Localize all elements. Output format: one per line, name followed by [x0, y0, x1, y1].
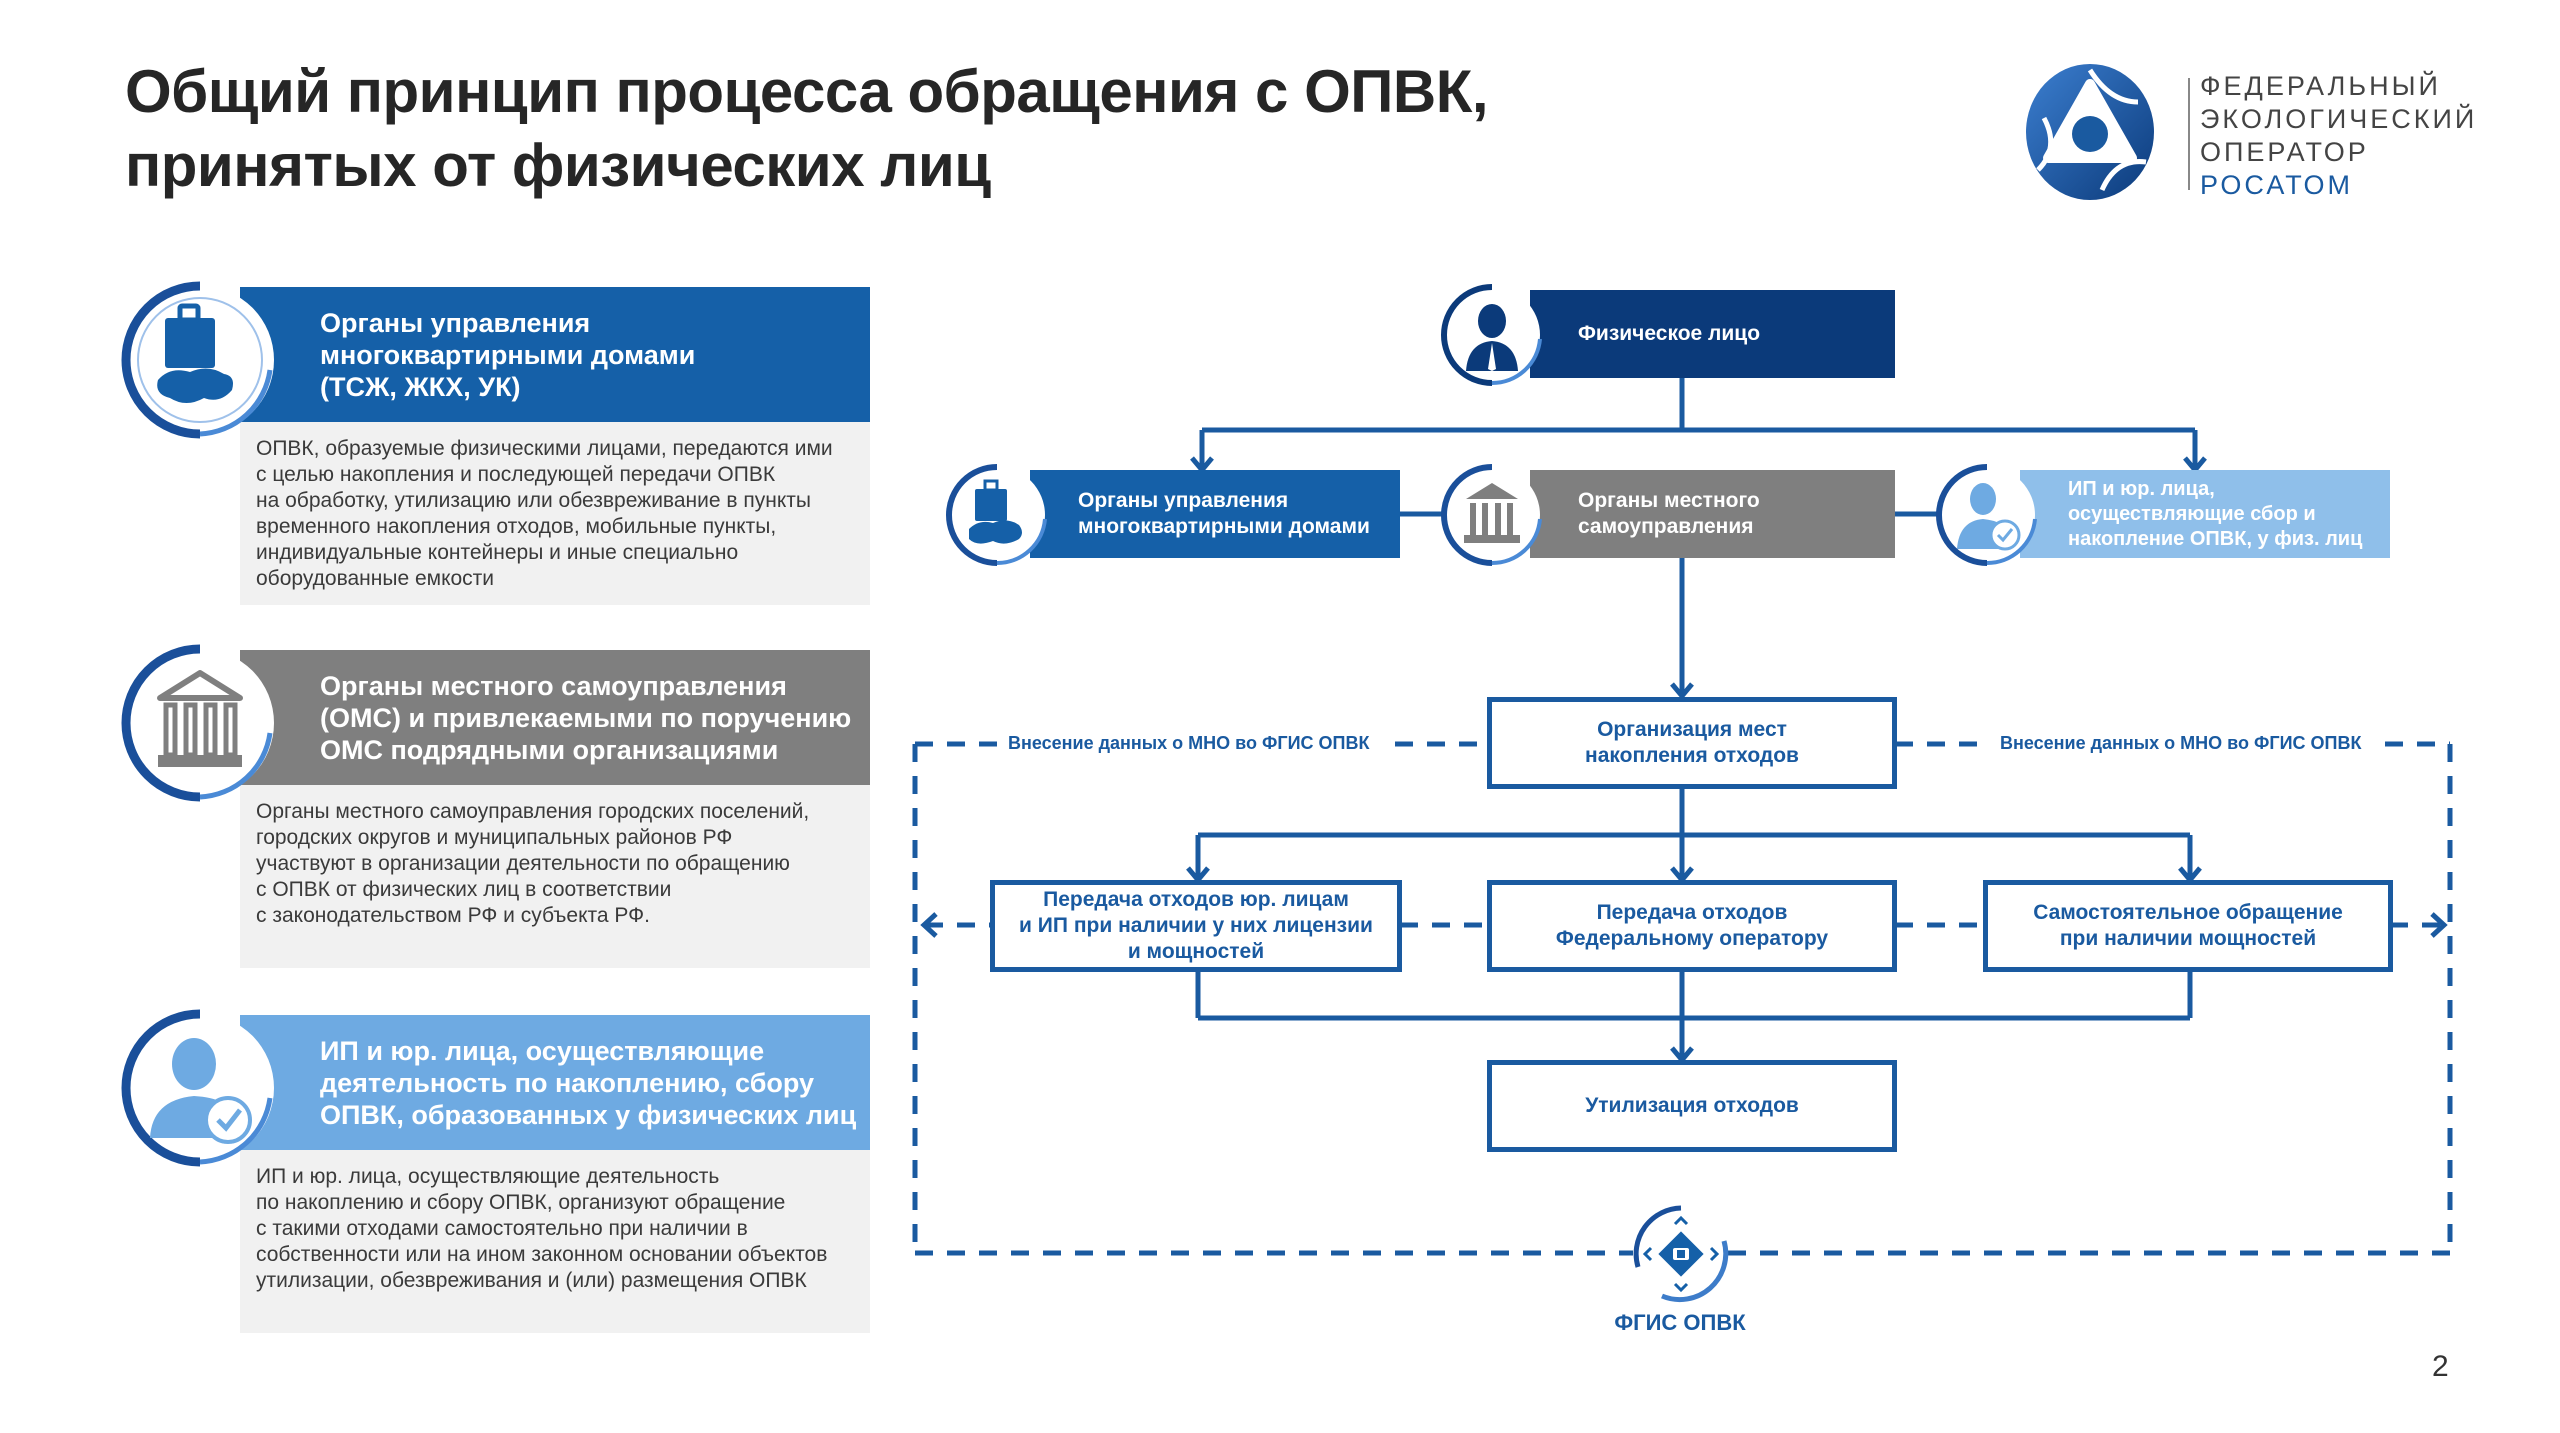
card-1-body-line: с целью накопления и последующей передач… — [256, 463, 776, 486]
logo-brand: РОСАТОМ — [2200, 170, 2353, 200]
flow-self-handling-line: Самостоятельное обращение — [2033, 901, 2343, 924]
card-3-body-line: утилизации, обезвреживания и (или) разме… — [256, 1269, 807, 1292]
briefcase-russia-icon — [946, 464, 1047, 566]
page-title: Общий принцип процесса обращения с ОПВК,… — [125, 55, 1489, 203]
arrow-head-left — [920, 912, 938, 938]
flow-accumulation-line: накопления отходов — [1585, 744, 1799, 767]
flow-entrepreneurs-line: накопление ОПВК, у физ. лиц — [2068, 527, 2363, 550]
logo-line-3: ОПЕРАТОР — [2200, 137, 2369, 167]
card-local-gov-header: Органы местного самоуправления (ОМС) и п… — [240, 650, 870, 785]
government-building-icon — [121, 644, 274, 802]
card-3-body-line: собственности или на ином законном основ… — [256, 1243, 828, 1266]
card-1-body-line: оборудованные емкости — [256, 567, 495, 590]
arrow-head — [1670, 682, 1694, 700]
card-1-body-line: индивидуальные контейнеры и иные специал… — [256, 541, 739, 564]
flow-accumulation-box: Организация мест накопления отходов — [1487, 697, 1897, 789]
flow-transfer-licensed-line: и мощностей — [1127, 940, 1265, 963]
logo-text: ФЕДЕРАЛЬНЫЙ ЭКОЛОГИЧЕСКИЙ ОПЕРАТОР РОСАТ… — [2200, 70, 2477, 202]
card-1-header-line: многоквартирными домами — [320, 339, 696, 370]
person-check-icon — [121, 1009, 274, 1167]
fgis-chip-icon — [1633, 1205, 1729, 1303]
card-2-header-line: ОМС подрядными организациями — [320, 734, 779, 765]
fgis-data-entry-label-right: Внесение данных о МНО во ФГИС ОПВК — [1992, 733, 2370, 754]
flow-individual-label: Физическое лицо — [1578, 322, 1761, 345]
card-entrepreneurs-body: ИП и юр. лица, осуществляющие деятельнос… — [240, 1150, 870, 1333]
flow-local-gov-box: Органы местного самоуправления — [1530, 470, 1895, 558]
card-entrepreneurs-header: ИП и юр. лица, осуществляющие деятельнос… — [240, 1015, 870, 1150]
card-1-body-line: временного накопления отходов, мобильные… — [256, 515, 777, 538]
card-2-body-line: с законодательством РФ и субъекта РФ. — [256, 904, 650, 927]
person-icon — [1441, 284, 1542, 386]
card-3-body-line: по накоплению и сбору ОПВК, организуют о… — [256, 1191, 786, 1214]
card-1-body-line: ОПВК, образуемые физическими лицами, пер… — [256, 437, 833, 460]
card-3-header-line: ИП и юр. лица, осуществляющие — [320, 1035, 765, 1066]
flow-housing-box: Органы управления многоквартирными домам… — [1030, 470, 1400, 558]
card-2-header-line: Органы местного самоуправления — [320, 670, 787, 701]
title-line-2: принятых от физических лиц — [125, 132, 991, 199]
title-line-1: Общий принцип процесса обращения с ОПВК, — [125, 58, 1489, 125]
card-3-body-line: ИП и юр. лица, осуществляющие деятельнос… — [256, 1165, 720, 1188]
flow-entrepreneurs-line: ИП и юр. лица, — [2068, 477, 2215, 500]
flow-utilization-label: Утилизация отходов — [1585, 1094, 1799, 1117]
logo-line-1: ФЕДЕРАЛЬНЫЙ — [2200, 71, 2441, 101]
flow-entrepreneurs-line: осуществляющие сбор и — [2068, 502, 2316, 525]
flow-entrepreneurs-box: ИП и юр. лица, осуществляющие сбор и нак… — [2020, 470, 2390, 558]
card-housing-body: ОПВК, образуемые физическими лицами, пер… — [240, 422, 870, 605]
flow-housing-line: Органы управления — [1078, 489, 1289, 512]
flow-self-handling-box: Самостоятельное обращение при наличии мо… — [1983, 880, 2393, 972]
fgis-data-entry-label-left: Внесение данных о МНО во ФГИС ОПВК — [1000, 733, 1378, 754]
government-building-icon — [1441, 464, 1542, 566]
flow-self-handling-line: при наличии мощностей — [2059, 927, 2317, 950]
card-2-body-line: участвуют в организации деятельности по … — [256, 852, 790, 875]
flow-transfer-federal-line: Федеральному оператору — [1555, 927, 1829, 950]
card-local-gov-body: Органы местного самоуправления городских… — [240, 785, 870, 968]
card-2-header-line: (ОМС) и привлекаемыми по поручению — [320, 702, 852, 733]
card-1-header-line: Органы управления — [320, 307, 591, 338]
flow-transfer-federal-box: Передача отходов Федеральному оператору — [1487, 880, 1897, 972]
flow-transfer-licensed-line: Передача отходов юр. лицам — [1043, 888, 1349, 911]
flow-local-gov-line: Органы местного — [1578, 489, 1760, 512]
flow-accumulation-line: Организация мест — [1597, 718, 1787, 741]
rosatom-logo-icon — [2026, 64, 2154, 200]
person-check-icon — [1936, 464, 2037, 566]
card-3-header-line: деятельность по накоплению, сбору — [320, 1067, 815, 1098]
logo-divider — [2188, 78, 2190, 190]
card-1-body-line: на обработку, утилизацию или обезврежива… — [256, 489, 811, 512]
fgis-label: ФГИС ОПВК — [1614, 1310, 1746, 1335]
flow-utilization-box: Утилизация отходов — [1487, 1060, 1897, 1152]
card-2-body-line: с ОПВК от физических лиц в соответствии — [256, 878, 672, 901]
card-1-header-line: (ТСЖ, ЖКХ, УК) — [320, 371, 521, 402]
briefcase-russia-icon — [121, 281, 274, 439]
card-2-body-line: Органы местного самоуправления городских… — [256, 800, 810, 823]
flow-local-gov-line: самоуправления — [1578, 515, 1754, 538]
card-3-body-line: с такими отходами самостоятельно при нал… — [256, 1217, 748, 1240]
flow-individual-box: Физическое лицо — [1530, 290, 1895, 378]
flow-transfer-federal-line: Передача отходов — [1596, 901, 1788, 924]
card-housing-header: Органы управления многоквартирными домам… — [240, 287, 870, 422]
arrow-head-right — [2430, 912, 2448, 938]
card-2-body-line: городских округов и муниципальных районо… — [256, 826, 733, 849]
flow-transfer-licensed-box: Передача отходов юр. лицам и ИП при нали… — [990, 880, 1402, 972]
logo-line-2: ЭКОЛОГИЧЕСКИЙ — [2200, 104, 2478, 134]
flow-transfer-licensed-line: и ИП при наличии у них лицензии — [1019, 914, 1373, 937]
page-number: 2 — [2432, 1350, 2449, 1383]
card-3-header-line: ОПВК, образованных у физических лиц — [320, 1099, 857, 1130]
flow-housing-line: многоквартирными домами — [1078, 515, 1370, 538]
